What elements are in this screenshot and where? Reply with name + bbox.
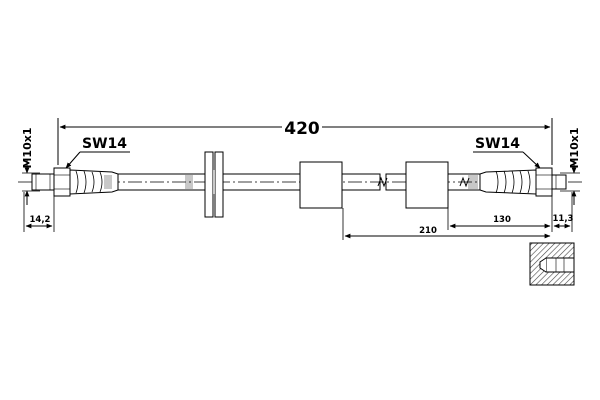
left-fitting: [31, 167, 119, 197]
protective-sleeve-left: [299, 161, 343, 209]
protective-sleeve-right: [405, 161, 449, 209]
total-length-label: 420: [284, 119, 320, 139]
right-hex-nut: [535, 167, 553, 197]
left-hex-nut: [53, 167, 71, 197]
bracket-plate-right: [214, 151, 224, 218]
right-end-dimension: 11,3: [551, 192, 574, 232]
right-crimp-sleeve: [479, 169, 537, 195]
dimension-130: 130: [447, 208, 551, 230]
total-length-dimension: 420: [57, 118, 553, 165]
dimension-210: 210: [342, 208, 551, 240]
left-wrench-size: SW14: [65, 136, 130, 169]
bracket-plate-left: [204, 151, 214, 218]
dimension-210-label: 210: [419, 226, 437, 236]
right-fitting: [479, 167, 567, 197]
mounting-bracket: [204, 151, 224, 218]
right-end-label: 11,3: [553, 214, 574, 224]
left-thread-dimension: M10x1: [21, 127, 40, 205]
left-thread-label: M10x1: [21, 127, 34, 168]
port-section-detail: [529, 242, 575, 286]
right-thread-stub: [551, 174, 567, 190]
left-wrench-label: SW14: [82, 136, 127, 152]
right-thread-label: M10x1: [568, 127, 581, 168]
right-thread-dimension: M10x1: [560, 127, 581, 205]
dimension-130-label: 130: [493, 215, 511, 225]
left-end-label: 14,2: [30, 215, 51, 225]
left-end-dimension: 14,2: [23, 192, 55, 232]
right-wrench-label: SW14: [475, 136, 520, 152]
right-wrench-size: SW14: [473, 136, 541, 169]
left-thread-stub: [31, 173, 55, 191]
